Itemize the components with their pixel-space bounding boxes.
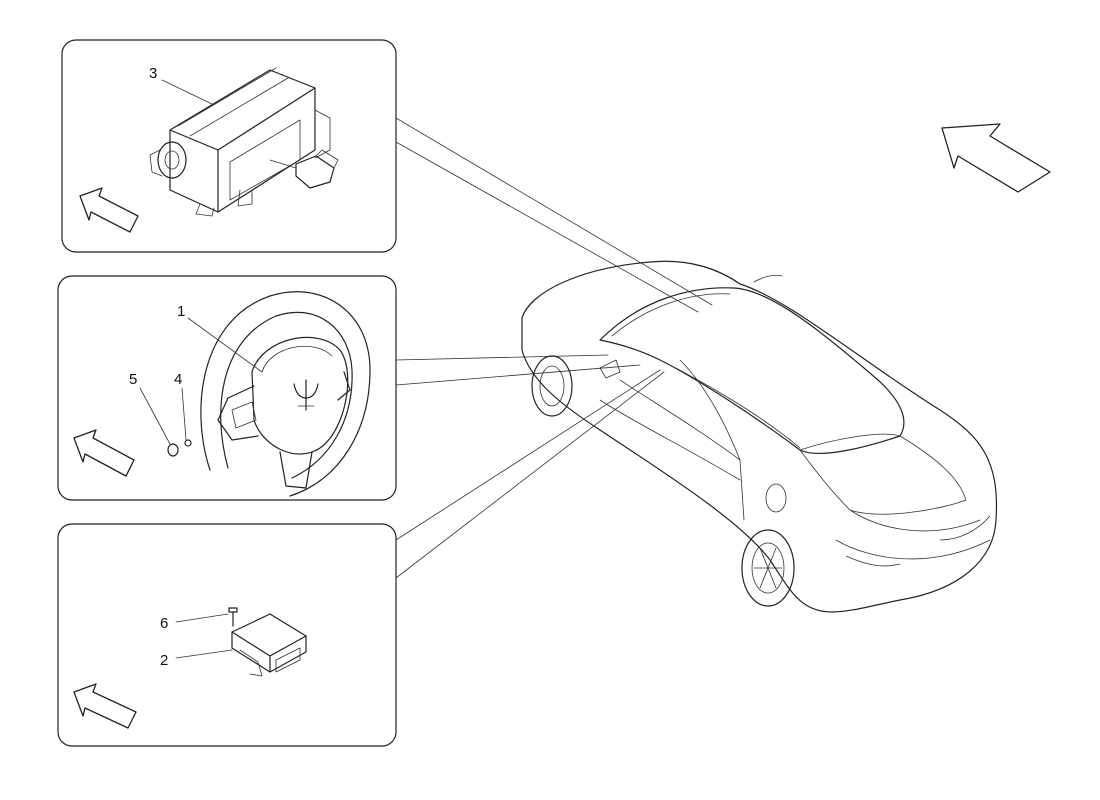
panel-airbag-control-unit: 6 2 (57, 523, 397, 747)
leader-line-passenger-airbag-top (395, 117, 713, 306)
panel-steering-wheel-airbag: 1 5 4 (57, 275, 397, 501)
panel-frame (57, 275, 397, 501)
callout-leader-6 (175, 613, 229, 623)
leader-lines (395, 117, 713, 579)
callout-leader-2 (175, 649, 233, 659)
steering-wheel (200, 291, 371, 497)
callout-label-5: 5 (129, 371, 137, 388)
leader-line-steering-bottom (395, 364, 641, 386)
leader-line-passenger-airbag-bottom (395, 141, 699, 313)
callout-label-4: 4 (174, 371, 182, 388)
callout-leader-5 (139, 387, 171, 445)
callout-leader-4 (181, 387, 187, 441)
callout-label-6: 6 (160, 615, 168, 632)
direction-arrow-icon (73, 683, 137, 729)
part-5-nut (167, 443, 179, 457)
callout-label-3: 3 (149, 65, 157, 82)
trident-emblem-icon (293, 379, 319, 411)
direction-arrow-icon (73, 429, 135, 477)
callout-leader-3 (161, 79, 213, 105)
leader-line-steering-top (395, 354, 609, 361)
airbag-control-unit (231, 613, 307, 677)
direction-arrow-icon (79, 187, 139, 233)
callout-label-1: 1 (177, 303, 185, 320)
callout-leader-1 (187, 317, 263, 373)
direction-arrow-icon (941, 123, 1051, 193)
panel-frame (57, 523, 397, 747)
panel-frame (61, 39, 397, 253)
part-6-screw (228, 607, 238, 627)
vehicle-outline (521, 260, 998, 613)
panel-passenger-airbag: 3 (61, 39, 397, 253)
part-4-screw (184, 439, 192, 447)
leader-line-control-unit-top (395, 369, 661, 541)
leader-line-control-unit-bottom (395, 371, 665, 579)
passenger-airbag-module (149, 67, 339, 217)
callout-label-2: 2 (160, 652, 168, 669)
